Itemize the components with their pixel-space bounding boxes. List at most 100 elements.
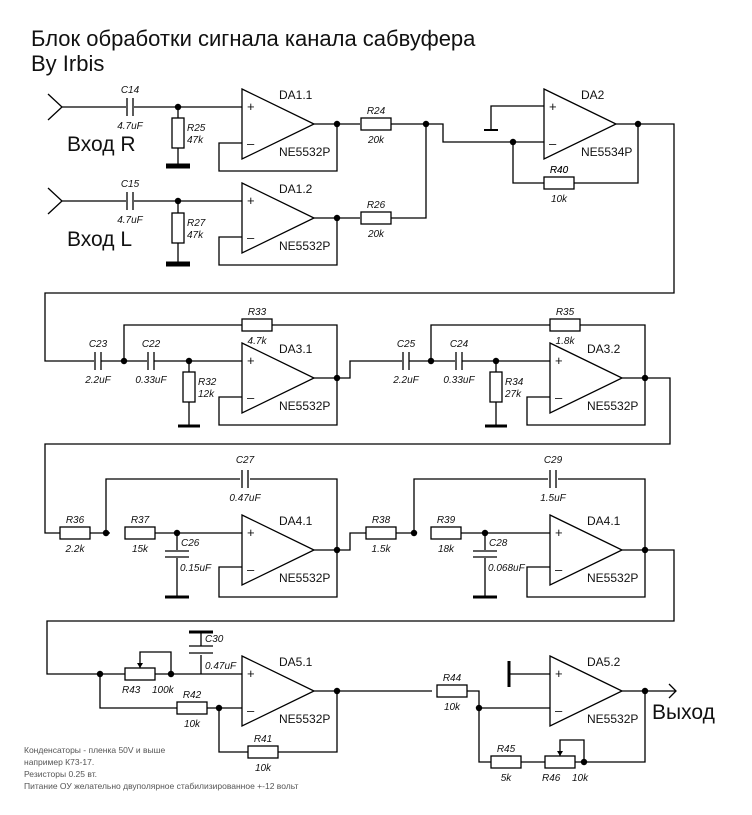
opamp-triangle <box>549 654 624 728</box>
junction-dot <box>333 120 341 128</box>
capacitor-value: 2.2uF <box>392 375 419 386</box>
wire <box>526 378 646 426</box>
resistor-R38 <box>365 526 397 540</box>
input-r-label: Вход R <box>67 133 136 156</box>
resistor-body <box>241 318 273 332</box>
wire <box>250 478 338 550</box>
resistor-body <box>490 755 522 769</box>
resistor-ref: R39 <box>437 515 456 526</box>
resistor-ref: R32 <box>198 377 217 388</box>
capacitor-ref: C24 <box>450 339 469 350</box>
wire <box>574 124 639 184</box>
opamp-ref: DA3.2 <box>587 342 621 356</box>
capacitor-C23 <box>94 351 102 371</box>
wire <box>218 378 338 426</box>
potentiometer-R46 <box>544 739 585 769</box>
junction-dot <box>333 214 341 222</box>
resistor-R40 <box>543 176 575 190</box>
wire <box>218 124 338 172</box>
resistor-ref: R27 <box>187 218 206 229</box>
wire <box>123 324 242 361</box>
wire <box>314 532 366 551</box>
resistor-body <box>365 526 397 540</box>
capacitor-ref: C27 <box>236 455 255 466</box>
wire <box>426 123 544 143</box>
capacitor-ref: C29 <box>544 455 563 466</box>
note-line: Питание ОУ желательно двуполярное стабил… <box>24 781 299 791</box>
resistor-body <box>543 176 575 190</box>
resistor-ref: R42 <box>183 690 202 701</box>
resistor-value: 2.2k <box>65 544 86 555</box>
input-connector-icon <box>47 187 63 215</box>
opamp-da1_2 <box>241 181 316 255</box>
resistor-value: 20k <box>367 229 385 240</box>
resistor-ref: R24 <box>367 106 386 117</box>
resistor-body <box>124 526 156 540</box>
wire <box>558 478 646 550</box>
wire <box>218 550 338 598</box>
capacitor-value: 4.7uF <box>117 121 143 132</box>
resistor-body <box>489 371 503 403</box>
resistor-value: 10k <box>551 194 568 205</box>
potentiometer-value: 10k <box>572 773 589 784</box>
plus-sign: + <box>247 353 255 368</box>
resistor-ref: R45 <box>497 744 516 755</box>
opamp-da3_1 <box>241 341 316 415</box>
capacitor-gap <box>147 351 155 371</box>
wire <box>413 478 548 533</box>
resistor-value: 10k <box>255 763 272 774</box>
plus-sign: + <box>247 99 255 114</box>
resistor-ref: R34 <box>505 377 524 388</box>
capacitor-ref: C30 <box>205 634 224 645</box>
capacitor-ref: C25 <box>397 339 416 350</box>
wire <box>278 691 338 753</box>
input-connector-icon <box>47 93 63 121</box>
resistor-body <box>171 117 185 149</box>
schematic-title: Блок обработки сигнала канала сабвуфера <box>31 26 476 51</box>
minus-sign: – <box>555 390 563 405</box>
potentiometer-ref: R46 <box>542 773 561 784</box>
resistor-R27 <box>171 212 185 244</box>
opamp-triangle <box>549 341 624 415</box>
opamp-triangle <box>241 654 316 728</box>
capacitor-value: 0.33uF <box>443 375 475 386</box>
resistor-value: 18k <box>438 544 455 555</box>
plus-sign: + <box>555 525 563 540</box>
resistor-value: 47k <box>187 135 204 146</box>
note-line: Конденсаторы - пленка 50V и выше <box>24 745 166 755</box>
capacitor-ref: C15 <box>121 179 140 190</box>
wire <box>478 708 491 763</box>
minus-sign: – <box>247 136 255 151</box>
resistor-R25 <box>171 117 185 149</box>
opamp-ref: DA4.1 <box>587 514 621 528</box>
resistor-body <box>360 211 392 225</box>
capacitor-gap <box>126 97 134 117</box>
capacitor-value: 1.5uF <box>540 493 566 504</box>
potentiometer-body <box>544 755 576 769</box>
opamp-ref: DA5.2 <box>587 655 621 669</box>
schematic-author: By Irbis <box>31 51 105 76</box>
capacitor-C27 <box>241 470 249 488</box>
opamp-da2 <box>543 87 618 161</box>
wire <box>218 708 248 753</box>
wire <box>44 377 671 534</box>
opamp-triangle <box>241 341 316 415</box>
resistor-ref: R25 <box>187 123 206 134</box>
resistor-R26 <box>360 211 392 225</box>
opamp-da4_1b <box>549 513 624 587</box>
junction-dot <box>167 670 175 678</box>
capacitor-gap <box>402 351 410 371</box>
opamp-triangle <box>549 513 624 587</box>
minus-sign: – <box>549 136 557 151</box>
opamp-triangle <box>241 513 316 587</box>
note-line: Резисторы 0.25 вт. <box>24 769 98 779</box>
resistor-R32 <box>182 371 196 403</box>
minus-sign: – <box>555 562 563 577</box>
capacitor-value: 2.2uF <box>84 375 111 386</box>
capacitor-value: 0.47uF <box>229 493 261 504</box>
resistor-ref: R33 <box>248 307 267 318</box>
capacitor-value: 0.33uF <box>135 375 167 386</box>
capacitor-C24 <box>455 351 463 371</box>
resistor-value: 20k <box>367 135 385 146</box>
